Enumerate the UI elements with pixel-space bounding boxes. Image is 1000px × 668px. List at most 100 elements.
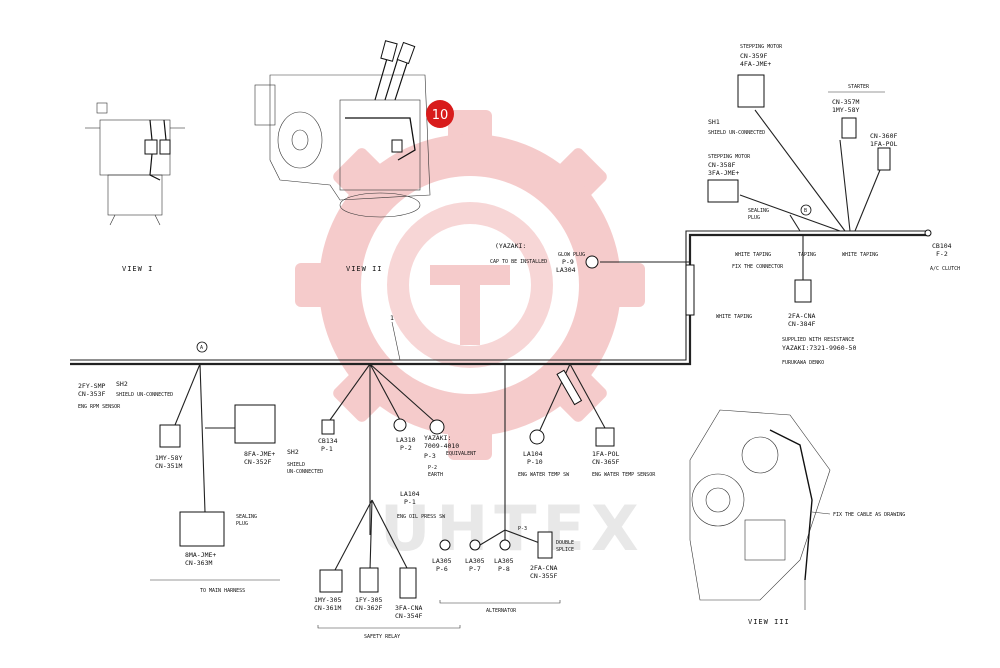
glow-plug-terminal <box>585 255 599 269</box>
label-cn357m: CN-357M <box>832 98 859 106</box>
label-sh1: SH1 <box>708 118 720 126</box>
cn351m-connector <box>159 424 181 448</box>
label-p8: P-8 <box>498 565 510 573</box>
label-yazaki-bottom-part: 7009-4010 <box>424 442 459 450</box>
cn363m-connector <box>179 511 225 547</box>
label-sh2-b: SH2 <box>287 448 299 456</box>
left-branches <box>150 363 280 581</box>
label-cn363m: CN-363M <box>185 559 212 567</box>
yazaki-terminal <box>429 419 445 435</box>
label-la104-a: LA104 <box>400 490 420 498</box>
callout-10: 10 <box>426 100 454 128</box>
marker-b <box>800 204 812 216</box>
label-f2-top: F-2 <box>936 250 948 258</box>
center-branches <box>317 363 461 629</box>
cb134-terminal <box>321 419 335 435</box>
label-shield-b2: UN-CONNECTED <box>287 469 323 475</box>
view-1-label: VIEW I <box>122 265 153 273</box>
cn365f-connector <box>595 427 615 447</box>
label-2fy-smp: 2FY-SMP <box>78 382 105 390</box>
label-white-taping-2: WHITE TAPING <box>842 252 878 258</box>
label-3fa-cna: 3FA-CNA <box>395 604 422 612</box>
label-yazaki-part: YAZAKI:7321-9960-50 <box>782 344 856 352</box>
view-2-label: VIEW II <box>346 265 383 273</box>
label-eng-rpm: ENG RPM SENSOR <box>78 404 121 410</box>
label-taping: TAPING <box>798 252 816 258</box>
label-double-splice-a: DOUBLE <box>556 540 574 546</box>
label-cn360f: CN-360F <box>870 132 897 140</box>
label-sealing-plug-1b: PLUG <box>748 215 760 221</box>
label-cn355f: CN-355F <box>530 572 557 580</box>
label-sh2-a: SH2 <box>116 380 128 388</box>
label-p7: P-7 <box>469 565 481 573</box>
marker-b-letter: B <box>804 208 807 214</box>
label-shield-unconnected-2: SHIELD UN-CONNECTED <box>116 392 173 398</box>
label-8ma-jme: 8MA-JME+ <box>185 551 216 559</box>
label-alternator: ALTERNATOR <box>486 608 517 614</box>
label-1fa-pol-top: 1FA-POL <box>870 140 897 148</box>
label-white-taping-3: WHITE TAPING <box>716 314 752 320</box>
view-1-drawing <box>85 102 185 226</box>
view-3-label: VIEW III <box>748 618 790 626</box>
cn361m-connector <box>319 569 343 593</box>
la305-p6-terminal <box>439 539 451 551</box>
right-center-branches <box>439 363 615 604</box>
top-right-branch <box>707 74 932 303</box>
callout-number: 10 <box>432 108 449 123</box>
label-equivalent: EQUIVALENT <box>446 451 476 457</box>
label-2fa-cna-1: 2FA-CNA <box>788 312 815 320</box>
label-p2: P-2 <box>400 444 412 452</box>
label-furukawa: FURUKAWA DENKO <box>782 360 824 366</box>
label-la104-b: LA104 <box>523 450 543 458</box>
label-p1-a: P-1 <box>321 445 333 453</box>
label-p3-short: P-3 <box>518 526 527 532</box>
label-cn353f: CN-353F <box>78 390 105 398</box>
label-la304: LA304 <box>556 266 576 274</box>
label-fix-cable: FIX THE CABLE AS DRAWING <box>833 512 905 518</box>
label-1fa-pol: 1FA-POL <box>592 450 619 458</box>
stepping-motor-connector-2 <box>707 179 739 203</box>
label-to-main: TO MAIN HARNESS <box>200 588 245 594</box>
view-2-drawing <box>254 40 431 218</box>
main-harness <box>70 230 930 366</box>
label-p1-b: P-1 <box>404 498 416 506</box>
label-fix-connector: FIX THE CONNECTOR <box>732 264 784 270</box>
label-cn359f: CN-359F <box>740 52 767 60</box>
label-3fa-jme: 3FA-JME+ <box>708 169 739 177</box>
label-cap: CAP TO BE INSTALLED <box>490 259 547 265</box>
label-cn365f: CN-365F <box>592 458 619 466</box>
wire-number: 1 <box>390 314 394 322</box>
label-p10: P-10 <box>527 458 543 466</box>
label-eng-water-sensor: ENG WATER TEMP SENSOR <box>592 472 656 478</box>
label-1fy-305: 1FY-305 <box>355 596 382 604</box>
la310-terminal <box>393 418 407 432</box>
label-p6: P-6 <box>436 565 448 573</box>
label-p2-earth-b: EARTH <box>428 472 443 478</box>
label-cn354f: CN-354F <box>395 612 422 620</box>
label-8fa-jme: 8FA-JME+ <box>244 450 275 458</box>
label-1my-58y-top: 1MY-58Y <box>832 106 859 114</box>
label-cb104-top: CB104 <box>932 242 952 250</box>
marker-a <box>196 341 208 353</box>
label-la305-b: LA305 <box>465 557 485 565</box>
label-yazaki-bottom: YAZAKI: <box>424 434 451 442</box>
label-p9: P-9 <box>562 258 574 266</box>
label-2fa-cna-3: 2FA-CNA <box>530 564 557 572</box>
label-cb134: CB134 <box>318 437 338 445</box>
label-white-taping-1: WHITE TAPING <box>735 252 771 258</box>
watermark-text: UHTEX <box>380 492 645 565</box>
label-p3: P-3 <box>424 452 436 460</box>
label-safety-relay: SAFETY RELAY <box>364 634 400 640</box>
watermark-gear-logo <box>295 110 645 460</box>
cn355f-connector <box>537 531 553 559</box>
label-cn362f: CN-362F <box>355 604 382 612</box>
label-cn358f: CN-358F <box>708 161 735 169</box>
label-4fa-jme: 4FA-JME+ <box>740 60 771 68</box>
label-sealing-plug-2: SEALING <box>236 514 257 520</box>
label-la305-a: LA305 <box>432 557 452 565</box>
stepping-motor-connector-1 <box>737 74 765 108</box>
label-eng-oil: ENG OIL PRESS SW <box>397 514 446 520</box>
label-shield-b1: SHIELD <box>287 462 305 468</box>
